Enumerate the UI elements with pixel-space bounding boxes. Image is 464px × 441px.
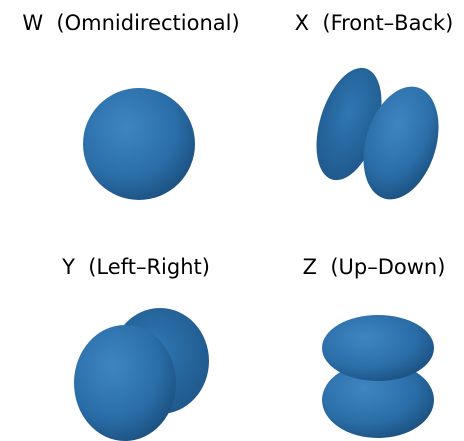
y-figure-eight: [74, 308, 209, 441]
w-sphere: [83, 88, 195, 200]
panel-title-w: W (Omnidirectional): [22, 11, 240, 35]
panel-title-z: Z (Up–Down): [302, 255, 446, 279]
y-lobe-front: [74, 325, 176, 441]
x-figure-eight: [316, 67, 439, 200]
z-lobe-lower: [322, 362, 434, 438]
z-lobe-upper: [322, 315, 434, 381]
panel-title-x: X (Front–Back): [294, 11, 454, 35]
panel-title-y: Y (Left–Right): [62, 255, 210, 279]
x-lobe-front: [363, 86, 439, 200]
z-figure-eight: [322, 315, 434, 438]
